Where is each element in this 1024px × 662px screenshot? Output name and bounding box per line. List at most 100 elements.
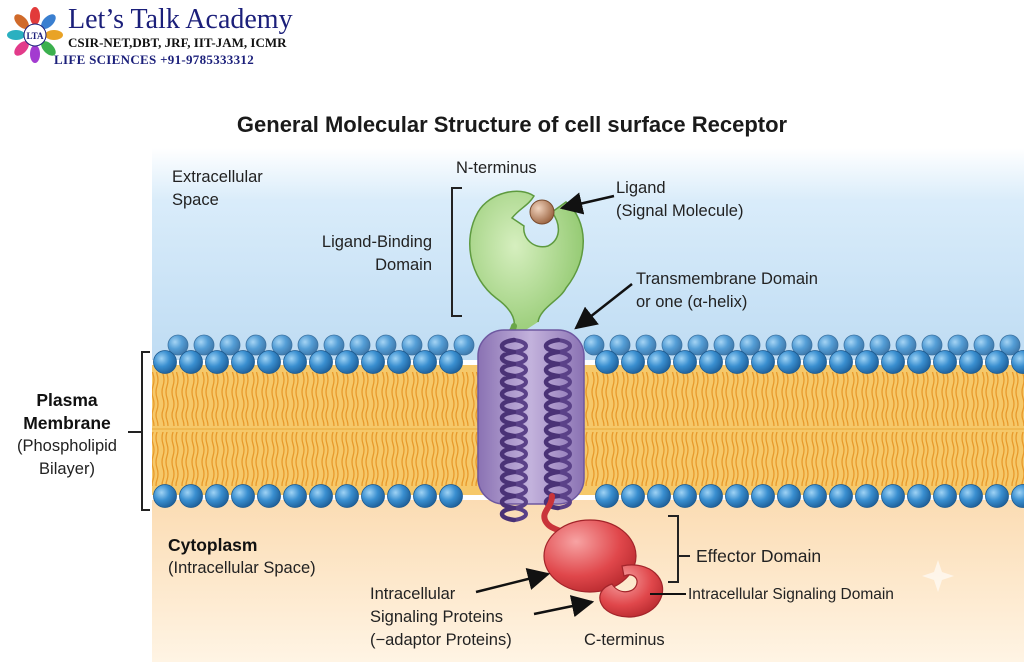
- lipid-head: [595, 484, 619, 508]
- proteins-arrow-1: [475, 567, 551, 594]
- lipid-head: [791, 334, 813, 356]
- lipid-head: [947, 334, 969, 356]
- svg-text:LTA: LTA: [26, 31, 44, 41]
- transmembrane-label: Transmembrane Domain or one (α-helix): [636, 270, 818, 311]
- lipid-head: [439, 484, 463, 508]
- lipid-head: [907, 484, 931, 508]
- membrane-bracket: [141, 351, 150, 511]
- lipid-head: [621, 350, 645, 374]
- lipid-head: [283, 484, 307, 508]
- lipid-head: [595, 350, 619, 374]
- lipid-head: [713, 334, 735, 356]
- lipid-head: [725, 484, 749, 508]
- lipid-head: [803, 484, 827, 508]
- lipid-head: [933, 350, 957, 374]
- lipid-head: [427, 334, 449, 356]
- lipid-head: [309, 350, 333, 374]
- lipid-head: [985, 484, 1009, 508]
- lipid-head: [699, 484, 723, 508]
- lipid-head: [283, 350, 307, 374]
- lipid-head: [153, 350, 177, 374]
- lipid-head: [673, 350, 697, 374]
- lipid-head: [751, 484, 775, 508]
- lipid-head: [673, 484, 697, 508]
- lipid-head: [413, 484, 437, 508]
- extracellular-region: [152, 148, 1024, 360]
- ligand-binding-domain: [469, 190, 584, 349]
- lipid-head: [817, 334, 839, 356]
- lipid-head: [829, 350, 853, 374]
- brand-name: Let’s Talk Academy: [68, 4, 293, 35]
- lipid-head: [921, 334, 943, 356]
- lipid-head: [855, 350, 879, 374]
- lipid-head: [869, 334, 891, 356]
- lipid-head: [335, 350, 359, 374]
- lipid-head: [699, 350, 723, 374]
- brand-header: LTA Let’s Talk Academy CSIR-NET,DBT, JRF…: [6, 2, 336, 70]
- brand-exams: CSIR-NET,DBT, JRF, IIT-JAM, ICMR: [68, 35, 287, 50]
- lipid-head: [765, 334, 787, 356]
- lipid-head: [985, 350, 1009, 374]
- intracellular-signaling-domain: [599, 564, 664, 618]
- lipid-head: [257, 484, 281, 508]
- lipid-head: [309, 484, 333, 508]
- lipid-head: [361, 484, 385, 508]
- lipid-head: [609, 334, 631, 356]
- effector-domain-label: Effector Domain: [696, 546, 822, 566]
- lipid-head: [621, 484, 645, 508]
- ligand-arrow: [559, 192, 615, 215]
- lipid-head: [661, 334, 683, 356]
- brand-contact: LIFE SCIENCES +91-9785333312: [54, 52, 255, 67]
- lipid-head: [1011, 350, 1024, 374]
- alpha-helix: [512, 338, 528, 522]
- lipid-head: [933, 484, 957, 508]
- lipid-head: [647, 350, 671, 374]
- lipid-head: [205, 350, 229, 374]
- lipid-head: [219, 334, 241, 356]
- lipid-head: [245, 334, 267, 356]
- lipid-head: [583, 334, 605, 356]
- lipid-head: [413, 350, 437, 374]
- lipid-head: [881, 484, 905, 508]
- lipid-head: [231, 484, 255, 508]
- ligand-binding-bracket: [451, 187, 462, 317]
- lipid-head: [959, 350, 983, 374]
- academy-logo-icon: LTA: [7, 7, 63, 63]
- lipid-head: [803, 350, 827, 374]
- lipid-head: [153, 484, 177, 508]
- plasma-membrane-label: Plasma Membrane (Phospholipid Bilayer): [17, 390, 117, 478]
- ligand-molecule: [529, 199, 555, 225]
- lipid-head: [739, 334, 761, 356]
- lipid-head: [687, 334, 709, 356]
- lipid-head: [453, 334, 475, 356]
- n-terminus-label: N-terminus: [456, 159, 537, 177]
- lipid-head: [271, 334, 293, 356]
- lipid-head: [361, 350, 385, 374]
- lipid-head: [973, 334, 995, 356]
- lipid-head: [855, 484, 879, 508]
- diagram-title: General Molecular Structure of cell surf…: [236, 112, 788, 137]
- effector-bracket: [668, 515, 679, 583]
- lipid-head: [231, 350, 255, 374]
- intracellular-signaling-domain-label: Intracellular Signaling Domain: [688, 586, 894, 603]
- lipid-head: [297, 334, 319, 356]
- lipid-head: [387, 350, 411, 374]
- lipid-head: [401, 334, 423, 356]
- lipid-head: [777, 484, 801, 508]
- ligand-binding-label: Ligand-Binding Domain: [321, 233, 432, 274]
- lipid-head: [167, 334, 189, 356]
- lipid-head: [999, 334, 1021, 356]
- lipid-head: [725, 350, 749, 374]
- alpha-helix: [556, 338, 572, 510]
- lipid-head: [829, 484, 853, 508]
- ligand-label: Ligand (Signal Molecule): [616, 179, 744, 220]
- lipid-head: [751, 350, 775, 374]
- extracellular-label: Extracellular Space: [172, 168, 263, 209]
- effector-domain: [543, 519, 637, 593]
- lipid-head: [895, 334, 917, 356]
- lipid-head: [257, 350, 281, 374]
- lipid-head: [323, 334, 345, 356]
- lipid-head: [881, 350, 905, 374]
- lipid-head: [179, 484, 203, 508]
